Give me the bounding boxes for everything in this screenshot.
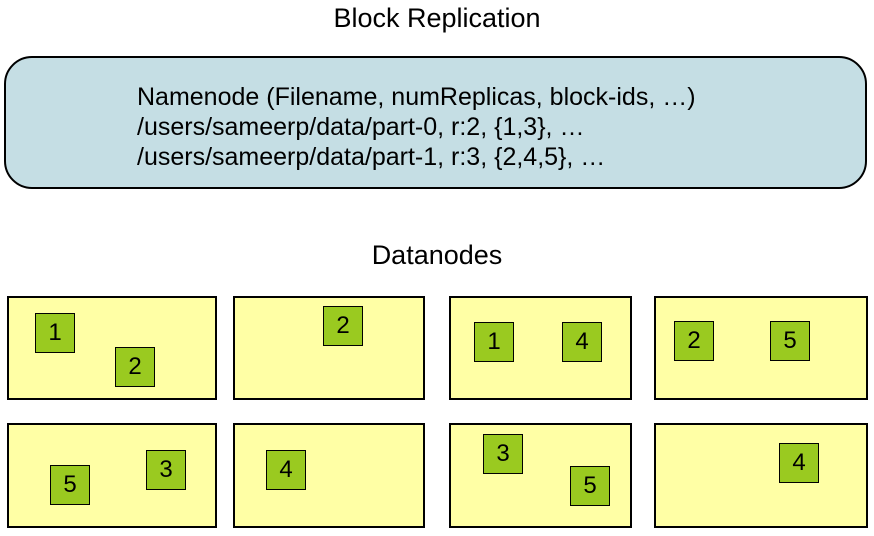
- namenode-box: Namenode (Filename, numReplicas, block-i…: [4, 56, 867, 189]
- block-replica: 4: [562, 322, 602, 362]
- datanode-box-4: 2 5: [654, 296, 868, 400]
- namenode-entry-part0: /users/sameerp/data/part-0, r:2, {1,3}, …: [137, 113, 585, 141]
- block-replica: 3: [146, 450, 186, 490]
- block-replica: 1: [35, 313, 75, 353]
- datanode-box-3: 1 4: [449, 296, 632, 400]
- namenode-entry-part1: /users/sameerp/data/part-1, r:3, {2,4,5}…: [137, 143, 606, 171]
- datanode-box-2: 2: [233, 296, 425, 400]
- datanode-box-8: 4: [654, 423, 868, 528]
- datanode-box-5: 5 3: [7, 423, 217, 528]
- block-replica: 2: [323, 306, 363, 346]
- block-replica: 5: [570, 466, 610, 506]
- block-replica: 3: [483, 434, 523, 474]
- datanode-box-1: 1 2: [7, 296, 217, 400]
- datanodes-label: Datanodes: [371, 240, 503, 270]
- block-replica: 5: [770, 321, 810, 361]
- namenode-header-line: Namenode (Filename, numReplicas, block-i…: [137, 83, 696, 111]
- block-replica: 2: [674, 321, 714, 361]
- diagram-title: Block Replication: [333, 3, 541, 33]
- block-replica: 2: [115, 347, 155, 387]
- datanode-box-7: 3 5: [449, 423, 632, 528]
- datanode-box-6: 4: [233, 423, 425, 528]
- block-replica: 1: [474, 322, 514, 362]
- block-replica: 5: [50, 465, 90, 505]
- block-replica: 4: [266, 450, 306, 490]
- block-replica: 4: [779, 443, 819, 483]
